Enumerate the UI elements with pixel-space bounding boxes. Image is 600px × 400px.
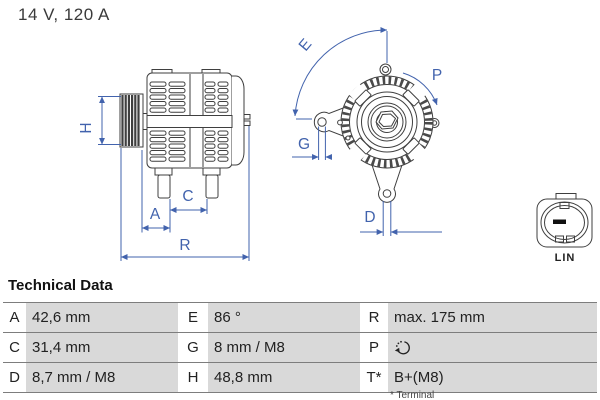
cell-value: 42,6 mm bbox=[26, 303, 178, 332]
cell-label: E bbox=[178, 303, 208, 332]
cell-value: 8 mm / M8 bbox=[208, 333, 360, 362]
cell-value: max. 175 mm bbox=[388, 303, 597, 332]
rotation-direction-icon bbox=[394, 340, 410, 355]
front-view-dimensions bbox=[292, 27, 442, 236]
table-row: D 8,7 mm / M8 H 48,8 mm T* B+(M8) bbox=[3, 362, 597, 393]
dim-label-R: R bbox=[179, 237, 190, 254]
table-row: A 42,6 mm E 86 ° R max. 175 mm bbox=[3, 302, 597, 332]
connector-label: LIN bbox=[555, 252, 576, 264]
dim-label-E: E bbox=[296, 36, 316, 55]
side-view bbox=[119, 69, 251, 199]
front-view bbox=[313, 63, 440, 203]
table-footnote: * Terminal bbox=[390, 390, 435, 400]
side-view-dimensions bbox=[98, 96, 250, 261]
lin-pin bbox=[553, 219, 566, 224]
cell-label: R bbox=[360, 303, 388, 332]
cell-value: 8,7 mm / M8 bbox=[26, 363, 178, 392]
cell-value: 48,8 mm bbox=[208, 363, 360, 392]
dim-label-P: P bbox=[432, 67, 442, 84]
cell-value-icon bbox=[388, 333, 597, 362]
cell-label: H bbox=[178, 363, 208, 392]
cell-label: A bbox=[3, 303, 26, 332]
cell-value: 86 ° bbox=[208, 303, 360, 332]
cell-label: T* bbox=[360, 363, 388, 392]
cell-label: C bbox=[3, 333, 26, 362]
cell-label: P bbox=[360, 333, 388, 362]
cooling-fins bbox=[149, 81, 229, 162]
cell-value: B+(M8) bbox=[388, 363, 597, 392]
rating-text: 14 V, 120 A bbox=[18, 5, 110, 24]
table-row: C 31,4 mm G 8 mm / M8 P bbox=[3, 332, 597, 362]
dim-label-C: C bbox=[182, 188, 193, 205]
dim-label-H: H bbox=[78, 122, 95, 133]
cell-label: G bbox=[178, 333, 208, 362]
cell-label: D bbox=[3, 363, 26, 392]
through-bolt-band bbox=[146, 115, 233, 128]
technical-data-table: A 42,6 mm E 86 ° R max. 175 mm C 31,4 mm… bbox=[3, 302, 597, 393]
cell-value: 31,4 mm bbox=[26, 333, 178, 362]
mounting-feet bbox=[154, 167, 221, 199]
dim-label-A: A bbox=[150, 206, 161, 223]
dim-label-G: G bbox=[298, 136, 310, 153]
lin-connector bbox=[536, 193, 593, 248]
alternator-technical-drawing: H A C R bbox=[78, 27, 593, 264]
dim-label-D: D bbox=[364, 209, 375, 226]
table-title: Technical Data bbox=[8, 277, 113, 294]
pulley bbox=[119, 93, 148, 148]
